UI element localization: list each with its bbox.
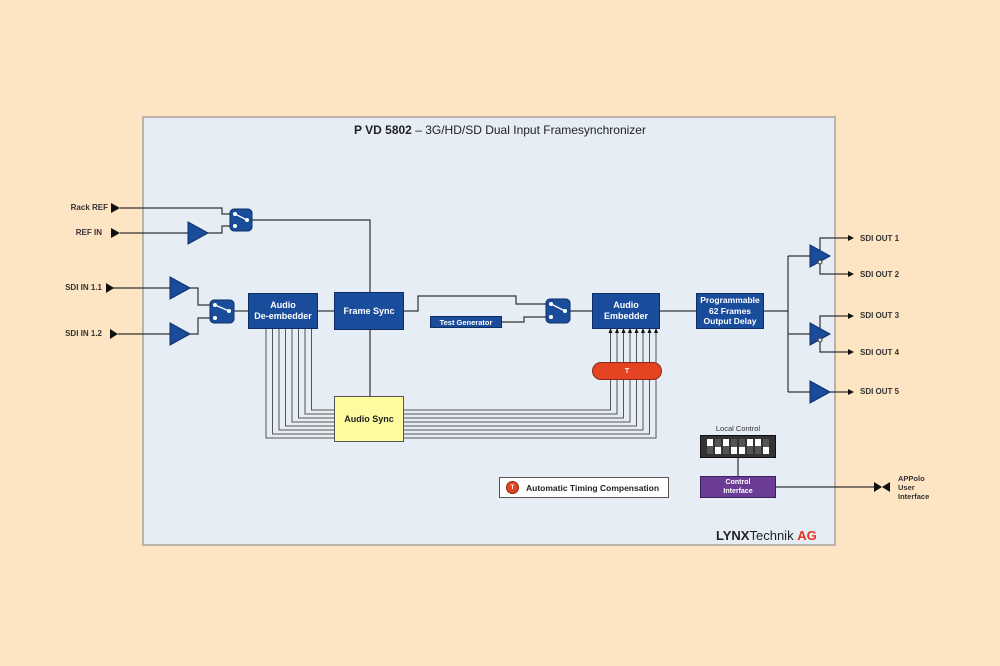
testgen-switch-icon xyxy=(545,298,571,324)
dip-switch-bank[interactable] xyxy=(700,435,776,458)
label-line: Interface xyxy=(898,492,930,501)
block-line: Audio xyxy=(270,300,296,310)
audio-channel-arrow xyxy=(628,328,632,333)
sdi2-amplifier-icon xyxy=(169,322,192,346)
audio-channel-line xyxy=(272,329,650,435)
timing-compensation-marker: T xyxy=(592,362,662,380)
wire-out1 xyxy=(819,237,848,250)
sdi1-amplifier-icon xyxy=(169,276,192,300)
wire-ref-to-framesync xyxy=(252,219,371,292)
ref-in-input-arrow xyxy=(111,228,120,238)
wire-out3 xyxy=(819,315,848,328)
audio-bus xyxy=(265,329,657,439)
dip-switch-knob xyxy=(723,439,729,446)
block-line: De-embedder xyxy=(254,311,312,321)
brand-accent: AG xyxy=(797,528,817,543)
test-generator-block: Test Generator xyxy=(430,316,502,328)
sdi-out-1-label: SDI OUT 1 xyxy=(860,234,900,243)
sdi-in-1-label: SDI IN 1.1 xyxy=(65,283,102,292)
brand-bold: LYNX xyxy=(716,528,750,543)
legend-text: Automatic Timing Compensation xyxy=(526,482,660,493)
model-number: P VD 5802 xyxy=(354,123,412,137)
dip-switch-knob xyxy=(731,447,737,454)
block-line: Embedder xyxy=(603,311,648,321)
block-line: Audio xyxy=(613,300,639,310)
brand-regular: Technik xyxy=(749,528,798,543)
dip-switch[interactable] xyxy=(715,439,721,454)
audio-channel-arrow xyxy=(641,328,645,333)
brand-logo: LYNXTechnik AG xyxy=(716,528,817,543)
dip-switch[interactable] xyxy=(723,439,729,454)
sdi-out-2-label: SDI OUT 2 xyxy=(860,270,900,279)
rack-ref-input-arrow xyxy=(111,203,120,213)
wire-ref-amp xyxy=(208,225,230,234)
block-line: Programmable xyxy=(700,295,760,306)
audio-channel-arrow xyxy=(608,328,613,333)
local-control-label: Local Control xyxy=(715,424,761,433)
block-line: 62 Frames xyxy=(708,305,752,316)
audio-channel-line xyxy=(265,329,657,439)
dip-switch[interactable] xyxy=(763,439,769,454)
out5-amplifier-icon xyxy=(809,380,832,404)
audio-channel-arrow xyxy=(621,328,626,333)
dip-switch-knob xyxy=(739,447,745,454)
sdi-switch-icon xyxy=(209,299,235,324)
sdi-in-2-input-arrow xyxy=(110,329,118,339)
wire-testgen-switch xyxy=(502,316,546,323)
dip-switch-knob xyxy=(763,447,769,454)
legend-box: T Automatic Timing Compensation xyxy=(499,477,669,498)
ref-in-label: REF IN xyxy=(75,228,102,237)
timing-legend-icon: T xyxy=(506,481,519,494)
rack-ref-label: Rack REF xyxy=(70,203,108,212)
apollo-connector-icon xyxy=(874,482,882,492)
wire-amp2-switch xyxy=(190,317,210,335)
dip-switch-knob xyxy=(707,439,713,446)
dip-switch[interactable] xyxy=(707,439,713,454)
label-line: APPolo xyxy=(898,474,925,483)
dip-switch-knob xyxy=(755,439,761,446)
dip-switch[interactable] xyxy=(755,439,761,454)
wire-amp1-switch xyxy=(190,287,210,306)
label-line: User xyxy=(898,483,915,492)
audio-channel-arrow xyxy=(634,328,639,333)
dip-switch-knob xyxy=(715,447,721,454)
dip-switch-knob xyxy=(747,439,753,446)
wire-framesync-switch xyxy=(404,295,546,312)
sdi-out-5-label: SDI OUT 5 xyxy=(860,387,900,396)
block-line: Output Delay xyxy=(703,316,757,327)
block-line: Control xyxy=(725,479,751,486)
audio-channel-arrow xyxy=(647,328,652,333)
sdi-in-2-label: SDI IN 1.2 xyxy=(65,329,102,338)
title-subtitle: 3G/HD/SD Dual Input Framesynchronizer xyxy=(425,123,646,137)
dip-switch[interactable] xyxy=(747,439,753,454)
block-line: Interface xyxy=(723,488,753,495)
audio-sync-block: Audio Sync xyxy=(334,396,404,442)
sdi-in-1-input-arrow xyxy=(106,283,114,293)
wire-out4 xyxy=(819,340,848,353)
ref-amplifier-icon xyxy=(187,221,210,245)
title-separator: – xyxy=(411,123,426,137)
wire-out2 xyxy=(819,262,848,275)
sdi-out-4-label: SDI OUT 4 xyxy=(860,348,900,357)
dip-switch[interactable] xyxy=(731,439,737,454)
ref-switch-icon xyxy=(229,208,253,232)
dip-switch[interactable] xyxy=(739,439,745,454)
diagram-panel xyxy=(142,116,836,546)
wire-rack-ref xyxy=(120,207,230,215)
sdi-out-3-label: SDI OUT 3 xyxy=(860,311,900,320)
page-title: P VD 5802 – 3G/HD/SD Dual Input Framesyn… xyxy=(0,123,1000,137)
audio-channel-arrow xyxy=(615,328,619,333)
frame-sync-block: Frame Sync xyxy=(334,292,404,330)
audio-channel-arrow xyxy=(654,328,658,333)
